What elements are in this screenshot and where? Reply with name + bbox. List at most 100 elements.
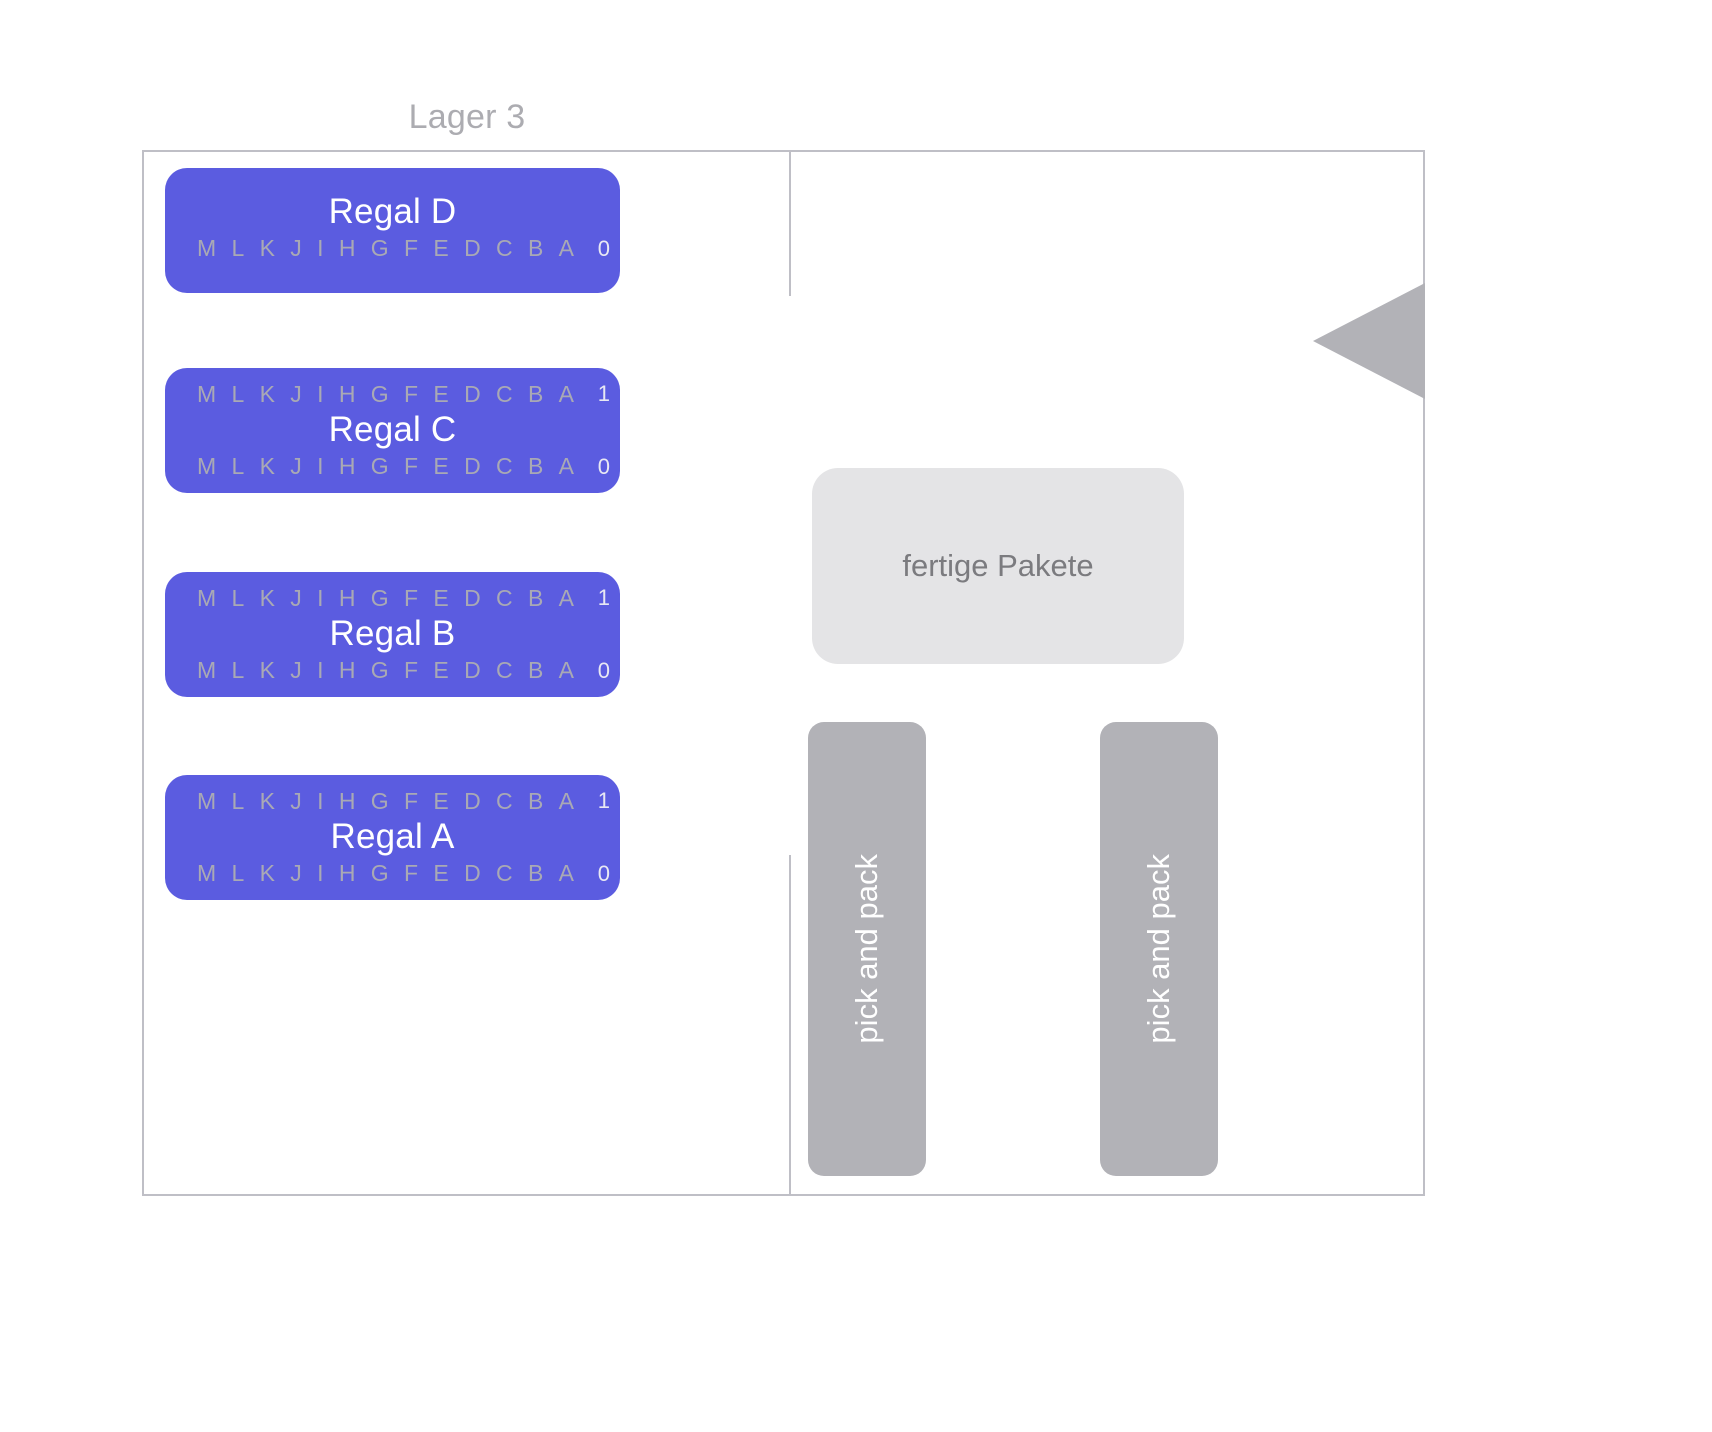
- shelf-letter[interactable]: J: [290, 380, 302, 407]
- shelf-letter[interactable]: F: [404, 380, 419, 407]
- shelf-letter[interactable]: D: [464, 860, 481, 887]
- shelf-letter[interactable]: E: [433, 235, 449, 262]
- shelf-letter[interactable]: D: [464, 235, 481, 262]
- shelf-letter[interactable]: H: [338, 235, 356, 262]
- shelf-letter[interactable]: H: [338, 380, 356, 407]
- shelf-letter[interactable]: E: [433, 453, 449, 480]
- shelf-letter[interactable]: L: [231, 657, 245, 684]
- shelf-letter[interactable]: I: [317, 787, 324, 814]
- pick-and-pack-station-1[interactable]: pick and pack: [808, 722, 926, 1176]
- shelf-letter[interactable]: B: [527, 860, 544, 887]
- shelf-letter[interactable]: K: [259, 657, 275, 684]
- shelf-letter[interactable]: D: [464, 584, 481, 611]
- shelf-letter[interactable]: J: [290, 453, 302, 480]
- shelf-letter[interactable]: I: [317, 657, 324, 684]
- shelf-letter[interactable]: D: [464, 380, 481, 407]
- shelf-letter[interactable]: C: [496, 860, 513, 887]
- shelf-letter[interactable]: A: [558, 787, 574, 814]
- shelf-letter[interactable]: G: [370, 584, 389, 611]
- shelf-letter[interactable]: I: [317, 235, 324, 262]
- shelf-letter[interactable]: J: [290, 657, 302, 684]
- shelf-letter[interactable]: L: [231, 453, 245, 480]
- shelf-letter[interactable]: B: [527, 787, 544, 814]
- shelf-letter[interactable]: G: [370, 860, 389, 887]
- shelf-letter[interactable]: H: [338, 453, 356, 480]
- shelf-letter[interactable]: E: [433, 657, 449, 684]
- shelf-letter[interactable]: H: [338, 860, 356, 887]
- shelf-letter[interactable]: C: [496, 787, 513, 814]
- shelf-letter[interactable]: A: [558, 380, 574, 407]
- shelf-letter[interactable]: G: [370, 657, 389, 684]
- shelf-letter[interactable]: L: [231, 860, 245, 887]
- shelf-letter[interactable]: M: [197, 235, 217, 262]
- shelf-letter[interactable]: M: [197, 860, 217, 887]
- shelf-letter[interactable]: D: [464, 453, 481, 480]
- shelf-letter[interactable]: M: [197, 657, 217, 684]
- shelf-letter[interactable]: B: [527, 657, 544, 684]
- shelf-letter[interactable]: E: [433, 787, 449, 814]
- shelf-letter[interactable]: K: [259, 584, 275, 611]
- shelf-letter[interactable]: K: [259, 787, 275, 814]
- shelf-letter[interactable]: C: [496, 380, 513, 407]
- shelf-letter[interactable]: F: [404, 787, 419, 814]
- shelf-letter[interactable]: H: [338, 584, 356, 611]
- shelf-letter[interactable]: K: [259, 380, 275, 407]
- shelf-letter[interactable]: B: [527, 453, 544, 480]
- shelf-letter[interactable]: G: [370, 453, 389, 480]
- shelf-letter[interactable]: F: [404, 453, 419, 480]
- shelf-letter[interactable]: L: [231, 787, 245, 814]
- shelf-letter[interactable]: A: [558, 860, 574, 887]
- shelf-letter[interactable]: E: [433, 380, 449, 407]
- shelf-letter[interactable]: H: [338, 657, 356, 684]
- shelf-letter[interactable]: I: [317, 584, 324, 611]
- shelf-letter[interactable]: L: [231, 235, 245, 262]
- shelf-letter[interactable]: K: [259, 860, 275, 887]
- shelf-letter[interactable]: I: [317, 860, 324, 887]
- shelf-letter[interactable]: D: [464, 787, 481, 814]
- shelf-letter[interactable]: C: [496, 657, 513, 684]
- shelf-letter[interactable]: E: [433, 584, 449, 611]
- shelf-letter[interactable]: G: [370, 380, 389, 407]
- shelf-letter[interactable]: B: [527, 235, 544, 262]
- shelf-letter[interactable]: G: [370, 235, 389, 262]
- shelf-letter[interactable]: D: [464, 657, 481, 684]
- shelf-letter[interactable]: F: [404, 657, 419, 684]
- shelf-letter[interactable]: C: [496, 453, 513, 480]
- shelf-letter[interactable]: B: [527, 584, 544, 611]
- shelf-letter[interactable]: I: [317, 380, 324, 407]
- shelf-letter[interactable]: J: [290, 584, 302, 611]
- shelf-letter[interactable]: F: [404, 584, 419, 611]
- shelf-letter[interactable]: K: [259, 235, 275, 262]
- finished-packages-area[interactable]: fertige Pakete: [812, 468, 1184, 664]
- shelf-letter[interactable]: M: [197, 453, 217, 480]
- shelf-letter[interactable]: L: [231, 584, 245, 611]
- shelf-letter[interactable]: E: [433, 860, 449, 887]
- shelf-letter[interactable]: J: [290, 860, 302, 887]
- shelf-letter[interactable]: J: [290, 787, 302, 814]
- shelf-letter[interactable]: A: [558, 235, 574, 262]
- shelf-letter[interactable]: F: [404, 235, 419, 262]
- shelf-letter[interactable]: M: [197, 380, 217, 407]
- shelf-letter[interactable]: F: [404, 860, 419, 887]
- shelf-letter[interactable]: I: [317, 453, 324, 480]
- shelf-letter[interactable]: B: [527, 380, 544, 407]
- shelf-letter[interactable]: C: [496, 584, 513, 611]
- shelf-letter[interactable]: L: [231, 380, 245, 407]
- shelf-letter[interactable]: K: [259, 453, 275, 480]
- shelf-letter[interactable]: M: [197, 787, 217, 814]
- pick-and-pack-station-2[interactable]: pick and pack: [1100, 722, 1218, 1176]
- shelf-letter[interactable]: G: [370, 787, 389, 814]
- shelf-letter[interactable]: A: [558, 657, 574, 684]
- shelf-letter[interactable]: J: [290, 235, 302, 262]
